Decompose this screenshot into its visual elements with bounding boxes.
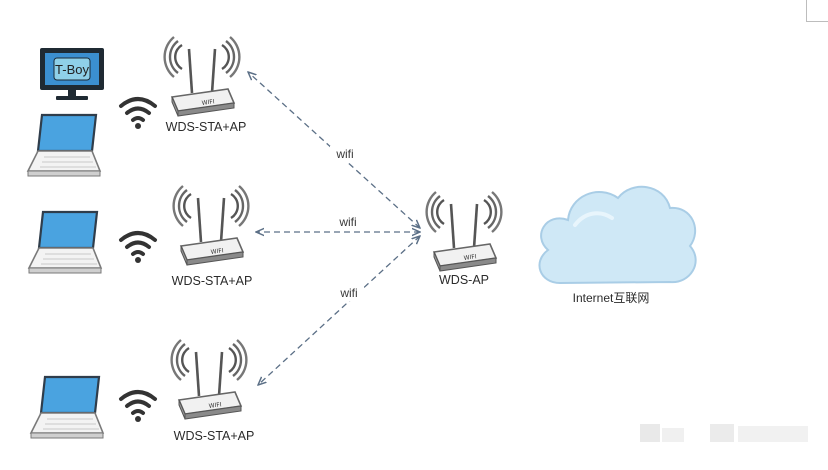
corner-frame bbox=[806, 0, 828, 22]
edge-ap-sta-top bbox=[248, 72, 420, 228]
edge-label-mid: wifi bbox=[338, 215, 356, 229]
router-icon bbox=[163, 35, 241, 118]
router-icon bbox=[170, 338, 248, 421]
edge-ap-sta-bottom bbox=[258, 236, 420, 385]
monitor-screen-text: T-Boy bbox=[55, 62, 89, 77]
edge-label-top: wifi bbox=[335, 147, 353, 161]
watermark-blur bbox=[640, 424, 808, 442]
laptop-icon bbox=[29, 375, 105, 440]
monitor-icon: T-Boy bbox=[40, 48, 104, 100]
wifi-signal-icon bbox=[119, 97, 157, 131]
router-icon bbox=[425, 190, 503, 273]
cloud-icon bbox=[538, 185, 697, 285]
wifi-signal-icon bbox=[119, 390, 157, 424]
node-label-sta-top: WDS-STA+AP bbox=[166, 120, 247, 134]
edge-label-bottom: wifi bbox=[339, 286, 357, 300]
laptop-icon bbox=[26, 113, 102, 178]
node-label-ap: WDS-AP bbox=[439, 273, 489, 287]
wifi-signal-icon bbox=[119, 231, 157, 265]
node-label-internet: Internet互联网 bbox=[573, 291, 650, 305]
node-label-sta-bottom: WDS-STA+AP bbox=[174, 429, 255, 443]
node-label-sta-mid: WDS-STA+AP bbox=[172, 274, 253, 288]
router-icon bbox=[172, 184, 250, 267]
laptop-icon bbox=[27, 210, 103, 275]
